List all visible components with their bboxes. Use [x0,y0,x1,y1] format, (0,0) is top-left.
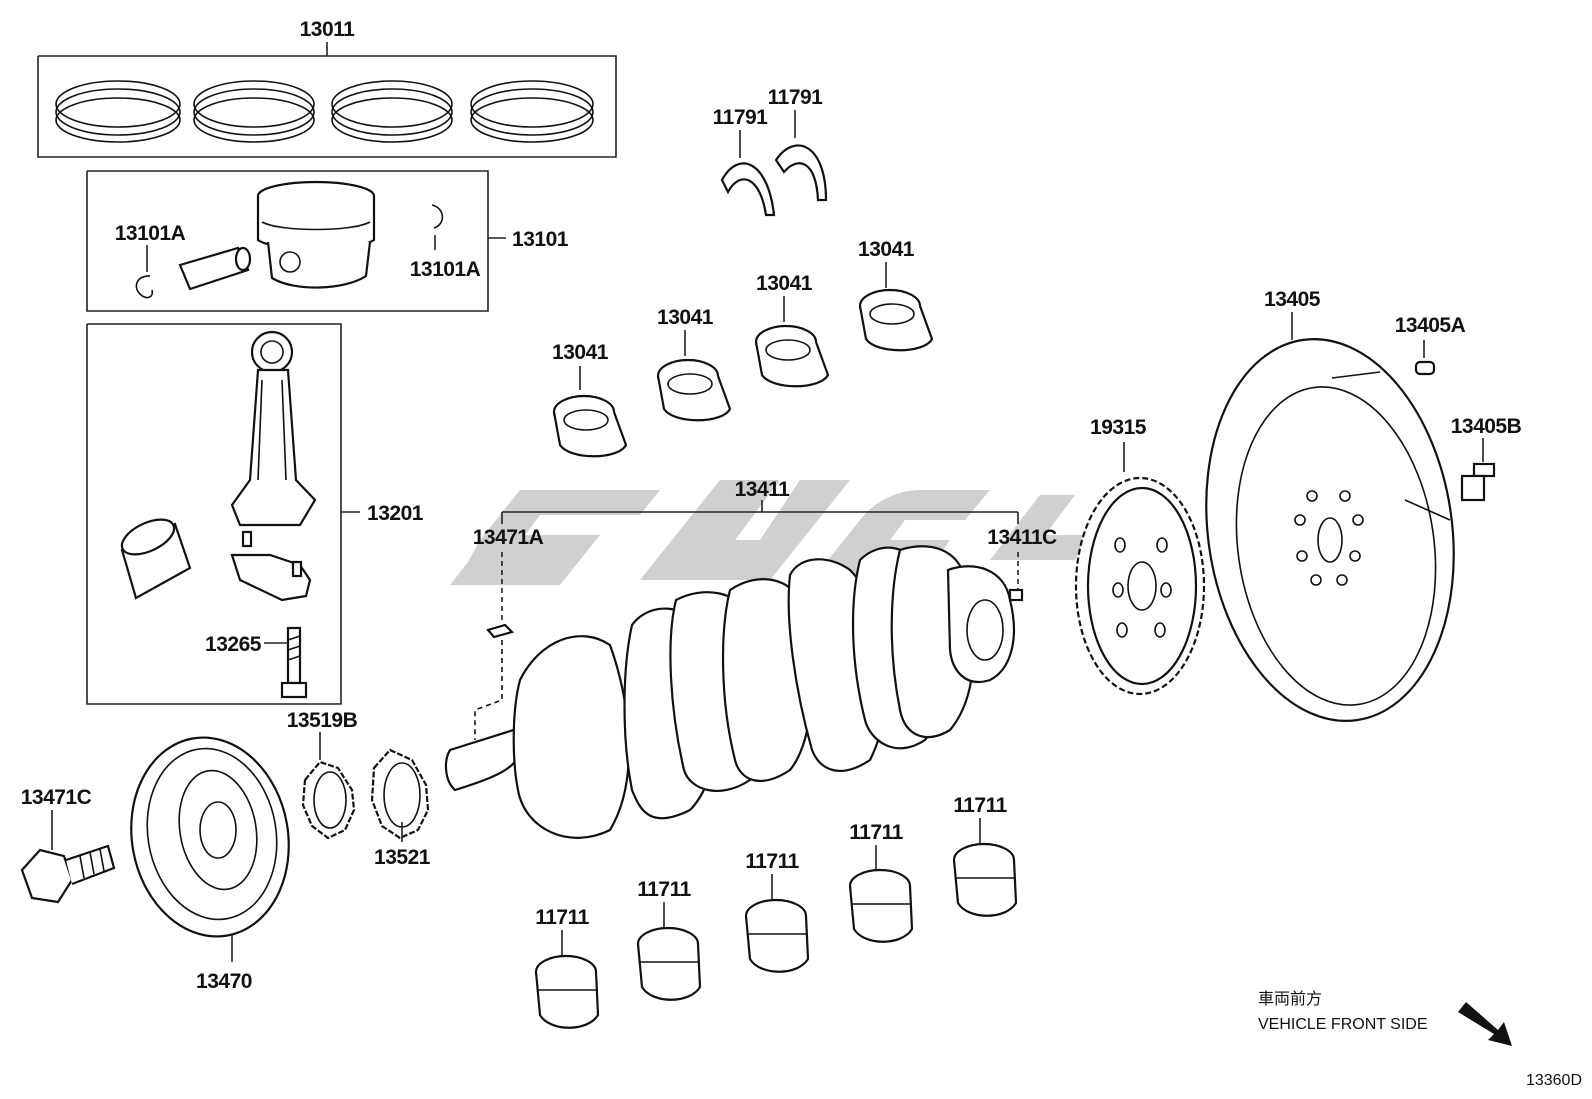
label-13405[interactable]: 13405 [1264,288,1321,311]
piston-ring-icon [331,80,453,143]
label-11711-1[interactable]: 11711 [535,906,590,929]
piston-icon [256,180,376,289]
label-13405B[interactable]: 13405B [1451,415,1522,438]
arrow-down-right-icon [1458,1002,1512,1046]
label-13101A-right[interactable]: 13101A [410,258,481,281]
thrust-washer-group [720,110,828,217]
label-13471C[interactable]: 13471C [21,786,92,809]
rod-bearing-icon [120,518,192,600]
label-19315[interactable]: 19315 [1090,416,1147,439]
label-13101[interactable]: 13101 [512,228,569,251]
label-13265[interactable]: 13265 [205,633,262,656]
diagram-code: 13360D [1526,1072,1582,1089]
label-11791-left[interactable]: 11791 [713,106,769,129]
label-13041-3[interactable]: 13041 [756,272,813,295]
main-bearing-shell-icon [534,954,600,1029]
connecting-rod-icon [230,330,317,602]
label-13405A[interactable]: 13405A [1395,314,1466,337]
pulley-spacer-gear-icon [370,748,430,840]
conrod-bearing-group [552,262,934,458]
timing-rotor-group [1074,442,1206,696]
crank-gear-group [301,732,430,842]
crank-gear-icon [301,760,356,840]
woodruff-key-icon [486,623,515,639]
rod-bolt-icon [280,626,308,699]
pulley-bolt-icon [20,844,116,904]
label-13041-1[interactable]: 13041 [552,341,609,364]
main-bearing-shell-icon [636,926,702,1001]
label-13411C[interactable]: 13411C [987,526,1057,549]
flywheel-bolt-icon [1460,462,1496,502]
label-11711-4[interactable]: 11711 [849,821,904,844]
label-11711-2[interactable]: 11711 [637,878,692,901]
label-13521[interactable]: 13521 [374,846,431,869]
timing-rotor-icon [1074,476,1206,696]
label-13471A[interactable]: 13471A [473,526,544,549]
label-13411[interactable]: 13411 [735,478,791,501]
label-11711-5[interactable]: 11711 [953,794,1008,817]
label-13470[interactable]: 13470 [196,970,252,993]
label-13201[interactable]: 13201 [367,502,424,525]
orientation-label-english: VEHICLE FRONT SIDE [1258,1016,1428,1033]
piston-ring-icon [193,80,315,143]
bearing-shell-icon [858,288,934,352]
piston-group [86,170,506,312]
main-bearing-shell-icon [952,842,1018,917]
flywheel-group [1205,312,1496,722]
bearing-shell-icon [754,324,830,388]
piston-pin-icon [178,246,252,291]
main-bearing-group [534,818,1018,1029]
label-13041-4[interactable]: 13041 [858,238,915,261]
snap-ring-icon [135,275,154,299]
dowel-pin-icon [1414,360,1436,376]
main-bearing-shell-icon [744,898,810,973]
piston-ring-set-group [37,42,617,158]
crankshaft-icon [444,545,1024,839]
thrust-washer-icon [720,162,776,217]
pulley-bolt-group [20,810,116,904]
flywheel-icon [1205,338,1455,722]
bearing-shell-icon [552,394,628,458]
label-11711-3[interactable]: 11711 [745,850,800,873]
main-bearing-shell-icon [848,868,914,943]
orientation-label-japanese: 車両前方 [1258,990,1322,1008]
connecting-rod-group [86,323,360,705]
label-13101A-left[interactable]: 13101A [115,222,186,245]
label-13011[interactable]: 13011 [300,18,356,41]
piston-ring-icon [55,80,181,143]
piston-ring-icon [470,80,594,143]
snap-ring-icon [431,204,444,229]
bearing-shell-icon [656,358,732,422]
label-13519B[interactable]: 13519B [287,709,358,732]
crank-pulley-icon [130,736,290,938]
label-13041-2[interactable]: 13041 [657,306,714,329]
thrust-washer-icon [774,144,828,202]
crank-pulley-group [130,736,290,962]
crankshaft-group [444,500,1024,839]
label-11791-right[interactable]: 11791 [768,86,824,109]
